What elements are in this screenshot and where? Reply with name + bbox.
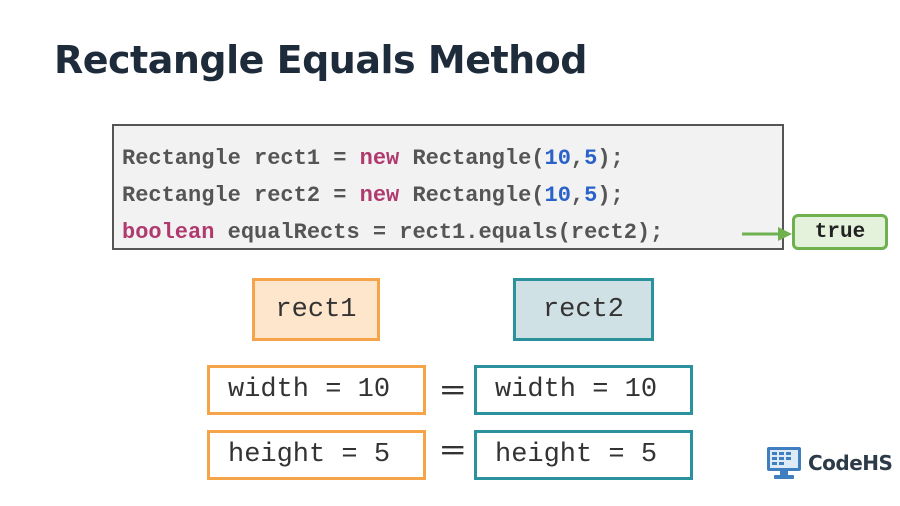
code-line-1: Rectangle rect1 = new Rectangle(10,5);: [122, 140, 782, 177]
statement-token: equalRects = rect1.equals(rect2);: [214, 220, 664, 245]
height-equals-operator: ==: [441, 440, 464, 465]
end-token: );: [597, 183, 624, 208]
variable-token: rect2 =: [240, 183, 360, 208]
page-title: Rectangle Equals Method: [54, 38, 588, 82]
rect2-object-label: rect2: [513, 278, 654, 341]
code-line-3: boolean equalRects = rect1.equals(rect2)…: [122, 214, 782, 251]
type-token: Rectangle: [122, 146, 241, 171]
codehs-logo: CodeHS: [766, 446, 893, 480]
computer-monitor-icon: [767, 447, 801, 479]
keyword-token: new: [359, 146, 400, 171]
comma-token: ,: [570, 146, 585, 171]
rect2-width-field: width = 10: [474, 365, 693, 415]
number-token: 10: [544, 146, 571, 171]
variable-token: rect1 =: [240, 146, 360, 171]
rect2-height-field: height = 5: [474, 430, 693, 480]
number-token: 5: [584, 146, 598, 171]
comma-token: ,: [570, 183, 585, 208]
end-token: );: [597, 146, 624, 171]
keyword-token: new: [359, 183, 400, 208]
keyword-token: boolean: [122, 220, 215, 245]
width-equals-operator: ==: [441, 380, 464, 405]
rect1-width-field: width = 10: [207, 365, 426, 415]
constructor-token: Rectangle(: [399, 183, 545, 208]
brand-name: CodeHS: [808, 451, 893, 475]
number-token: 5: [584, 183, 598, 208]
number-token: 10: [544, 183, 571, 208]
constructor-token: Rectangle(: [399, 146, 545, 171]
result-arrow-icon: [742, 227, 792, 241]
code-line-2: Rectangle rect2 = new Rectangle(10,5);: [122, 177, 782, 214]
result-badge: true: [792, 214, 888, 250]
rect1-object-label: rect1: [252, 278, 380, 341]
type-token: Rectangle: [122, 183, 241, 208]
code-block: Rectangle rect1 = new Rectangle(10,5); R…: [112, 124, 784, 250]
rect1-height-field: height = 5: [207, 430, 426, 480]
